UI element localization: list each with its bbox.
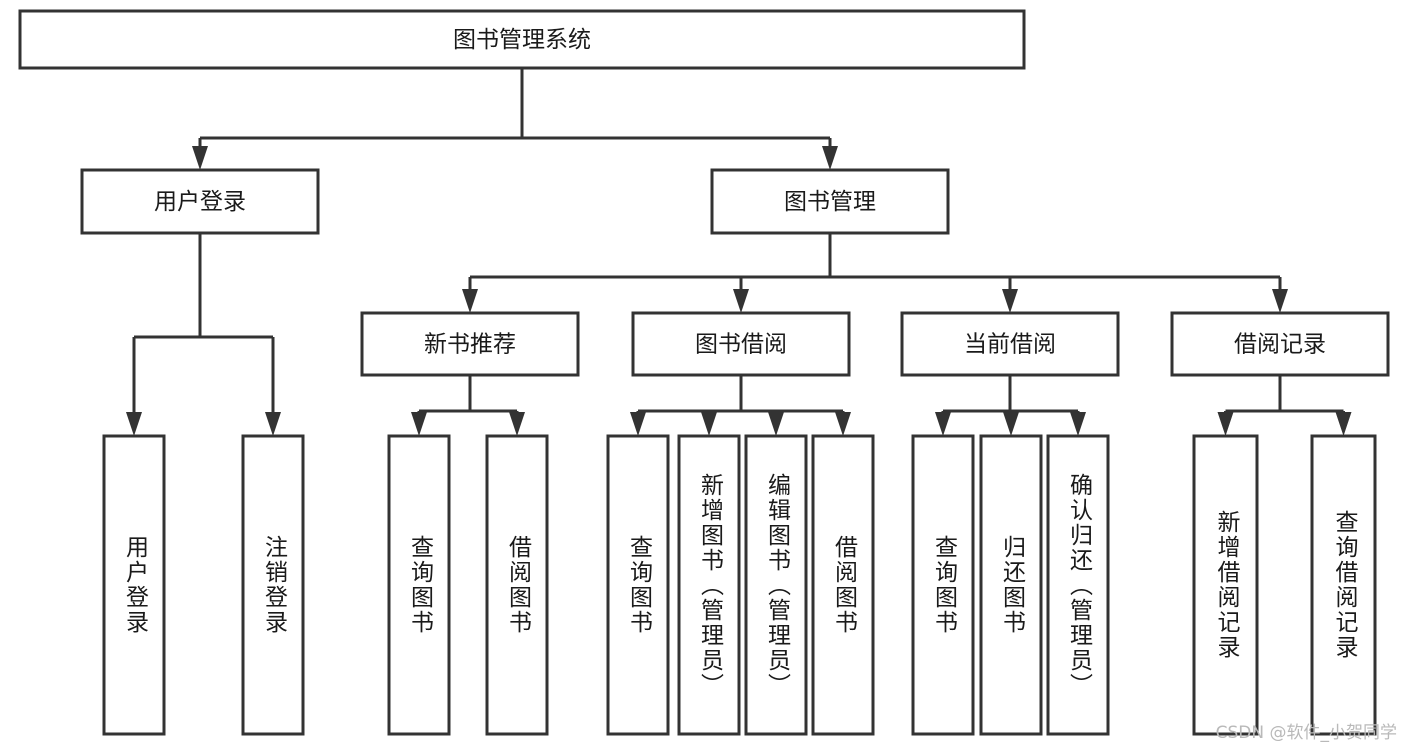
- node-box-borrow-record: [1170, 311, 1390, 377]
- edge-current-borrow-arrow-1: [1003, 412, 1019, 436]
- node-label-leaf-user-login: 用户登录: [121, 535, 148, 635]
- node-label-wrap-leaf-borrow-do: 借阅图书: [830, 535, 857, 635]
- node-user-login[interactable]: 用户登录: [80, 168, 320, 235]
- edge-borrow-record-arrow-0: [1217, 412, 1234, 436]
- edge-current-borrow-arrow-2: [1070, 412, 1086, 436]
- node-box-new-book-rec: [360, 311, 580, 377]
- node-label-wrap-leaf-borrow-query: 查询图书: [625, 535, 652, 635]
- node-label-leaf-borrow-add: 新增图书（管理员）: [696, 472, 723, 698]
- node-new-book-rec[interactable]: 新书推荐: [360, 311, 580, 377]
- node-box-leaf-rcd-query: [1310, 434, 1377, 736]
- node-box-user-login: [80, 168, 320, 235]
- node-leaf-cur-return[interactable]: 归还图书: [979, 434, 1043, 736]
- node-leaf-cur-query[interactable]: 查询图书: [911, 434, 975, 736]
- node-label-wrap-leaf-cur-return: 归还图书: [998, 535, 1025, 635]
- node-label-leaf-rec-borrow: 借阅图书: [504, 535, 531, 635]
- node-leaf-borrow-do[interactable]: 借阅图书: [811, 434, 875, 736]
- node-label-leaf-user-logout: 注销登录: [260, 535, 287, 635]
- node-box-leaf-rec-query: [387, 434, 451, 736]
- node-leaf-cur-confirm[interactable]: 确认归还（管理员）: [1046, 434, 1110, 736]
- node-current-borrow[interactable]: 当前借阅: [900, 311, 1120, 377]
- node-label-leaf-borrow-do: 借阅图书: [830, 535, 857, 635]
- edge-userlogin-arrow-1: [265, 412, 281, 436]
- node-label-leaf-rcd-query: 查询借阅记录: [1331, 510, 1357, 660]
- node-label-leaf-rec-query: 查询图书: [406, 535, 433, 635]
- node-leaf-rec-query[interactable]: 查询图书: [387, 434, 451, 736]
- node-label-wrap-leaf-borrow-edit: 编辑图书（管理员）: [763, 472, 790, 698]
- edge-new-book-rec-arrow-1: [509, 412, 525, 436]
- node-label-user-login: 用户登录: [154, 189, 246, 215]
- node-label-book-borrow: 图书借阅: [695, 332, 787, 358]
- node-label-wrap-leaf-rec-query: 查询图书: [406, 535, 433, 635]
- node-label-leaf-cur-confirm: 确认归还（管理员）: [1065, 472, 1092, 698]
- node-label-borrow-record: 借阅记录: [1234, 332, 1326, 358]
- node-box-leaf-rcd-add: [1192, 434, 1259, 736]
- node-box-leaf-borrow-edit: [744, 434, 808, 736]
- node-borrow-record[interactable]: 借阅记录: [1170, 311, 1390, 377]
- node-label-root: 图书管理系统: [453, 27, 591, 53]
- node-root[interactable]: 图书管理系统: [18, 9, 1026, 70]
- node-label-leaf-borrow-edit: 编辑图书（管理员）: [763, 472, 790, 698]
- node-box-book-borrow: [631, 311, 851, 377]
- edge-current-borrow-arrow-0: [935, 412, 951, 436]
- node-leaf-borrow-add[interactable]: 新增图书（管理员）: [677, 434, 741, 736]
- node-label-wrap-leaf-user-logout: 注销登录: [260, 535, 287, 635]
- node-book-borrow[interactable]: 图书借阅: [631, 311, 851, 377]
- nodes-layer: 图书管理系统用户登录图书管理新书推荐图书借阅当前借阅借阅记录用户登录注销登录查询…: [18, 9, 1390, 736]
- node-label-wrap-leaf-borrow-add: 新增图书（管理员）: [696, 472, 723, 698]
- edge-root-arrow-1: [822, 146, 838, 170]
- node-book-manage[interactable]: 图书管理: [710, 168, 950, 235]
- node-box-root: [18, 9, 1026, 70]
- edge-book-borrow-arrow-3: [835, 412, 851, 436]
- node-box-leaf-borrow-query: [606, 434, 670, 736]
- node-label-leaf-cur-query: 查询图书: [930, 535, 957, 635]
- node-box-leaf-borrow-do: [811, 434, 875, 736]
- node-box-leaf-user-logout: [241, 434, 305, 736]
- node-label-book-manage: 图书管理: [784, 189, 876, 215]
- node-leaf-rcd-query[interactable]: 查询借阅记录: [1310, 434, 1377, 736]
- edge-borrow-record-arrow-1: [1335, 412, 1352, 436]
- node-label-leaf-borrow-query: 查询图书: [625, 535, 652, 635]
- edges-layer: [126, 68, 1352, 436]
- edge-bookmanage-arrow-3: [1272, 289, 1288, 313]
- node-leaf-rcd-add[interactable]: 新增借阅记录: [1192, 434, 1259, 736]
- node-label-wrap-leaf-user-login: 用户登录: [121, 535, 148, 635]
- node-box-leaf-rec-borrow: [485, 434, 549, 736]
- node-leaf-borrow-edit[interactable]: 编辑图书（管理员）: [744, 434, 808, 736]
- node-label-leaf-rcd-add: 新增借阅记录: [1213, 510, 1239, 660]
- node-label-wrap-leaf-rec-borrow: 借阅图书: [504, 535, 531, 635]
- node-label-current-borrow: 当前借阅: [964, 332, 1056, 358]
- node-label-leaf-cur-return: 归还图书: [998, 535, 1025, 635]
- edge-book-borrow-arrow-1: [701, 412, 717, 436]
- node-box-current-borrow: [900, 311, 1120, 377]
- node-box-leaf-cur-query: [911, 434, 975, 736]
- node-leaf-user-logout[interactable]: 注销登录: [241, 434, 305, 736]
- node-box-book-manage: [710, 168, 950, 235]
- edge-new-book-rec-arrow-0: [411, 412, 427, 436]
- node-label-new-book-rec: 新书推荐: [424, 332, 516, 358]
- node-leaf-user-login[interactable]: 用户登录: [102, 434, 166, 736]
- node-label-wrap-leaf-rcd-add: 新增借阅记录: [1213, 510, 1239, 660]
- node-leaf-rec-borrow[interactable]: 借阅图书: [485, 434, 549, 736]
- edge-book-borrow-arrow-2: [768, 412, 784, 436]
- node-label-wrap-leaf-cur-confirm: 确认归还（管理员）: [1065, 472, 1092, 698]
- edge-book-borrow-arrow-0: [630, 412, 646, 436]
- node-label-wrap-leaf-rcd-query: 查询借阅记录: [1331, 510, 1357, 660]
- edge-userlogin-arrow-0: [126, 412, 142, 436]
- edge-bookmanage-arrow-1: [733, 289, 749, 313]
- edge-bookmanage-arrow-2: [1002, 289, 1018, 313]
- edge-bookmanage-arrow-0: [462, 289, 478, 313]
- edge-root-arrow-0: [192, 146, 208, 170]
- node-leaf-borrow-query[interactable]: 查询图书: [606, 434, 670, 736]
- node-box-leaf-user-login: [102, 434, 166, 736]
- node-box-leaf-cur-confirm: [1046, 434, 1110, 736]
- node-box-leaf-cur-return: [979, 434, 1043, 736]
- node-box-leaf-borrow-add: [677, 434, 741, 736]
- node-label-wrap-leaf-cur-query: 查询图书: [930, 535, 957, 635]
